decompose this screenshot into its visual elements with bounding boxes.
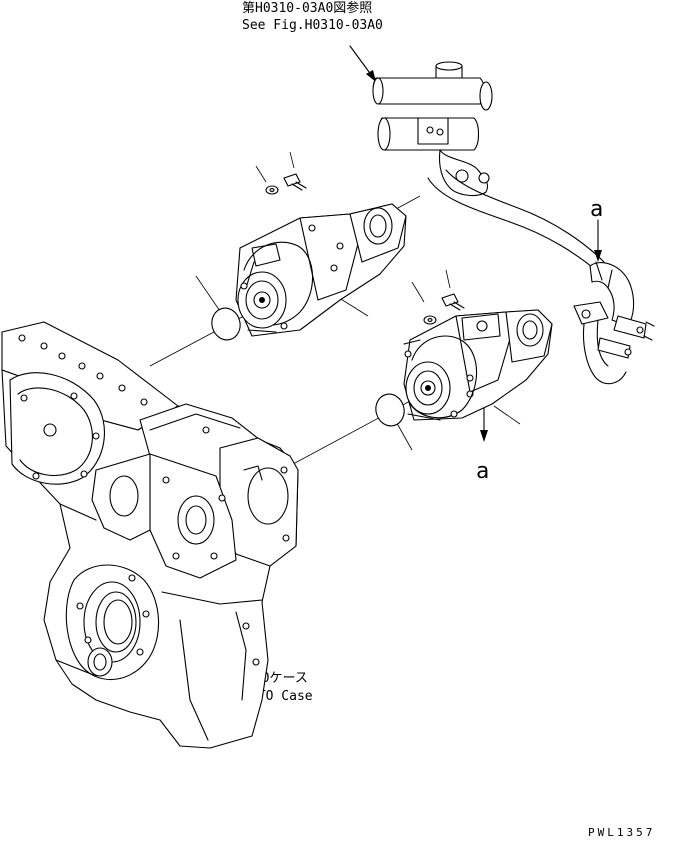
drawing-code: PWL1357 [588, 826, 655, 839]
bolt-set-lower [423, 293, 465, 325]
pto-case-label-english: PTO Case [250, 689, 313, 704]
gasket-lower [375, 393, 405, 427]
marker-a-lower: a [476, 459, 489, 484]
hydraulic-pump-upper [235, 203, 407, 337]
reference-label-japanese: 第H0310-03A0図参照 [242, 0, 372, 16]
bolt-set-upper [265, 173, 307, 195]
gasket-upper [211, 307, 241, 341]
hydraulic-pipe [427, 169, 655, 385]
marker-a-upper: a [590, 197, 603, 222]
filter-assembly [372, 61, 493, 197]
hydraulic-pump-lower [403, 309, 553, 421]
reference-label-english: See Fig.H0310-03A0 [242, 18, 383, 33]
pto-case [1, 321, 299, 749]
